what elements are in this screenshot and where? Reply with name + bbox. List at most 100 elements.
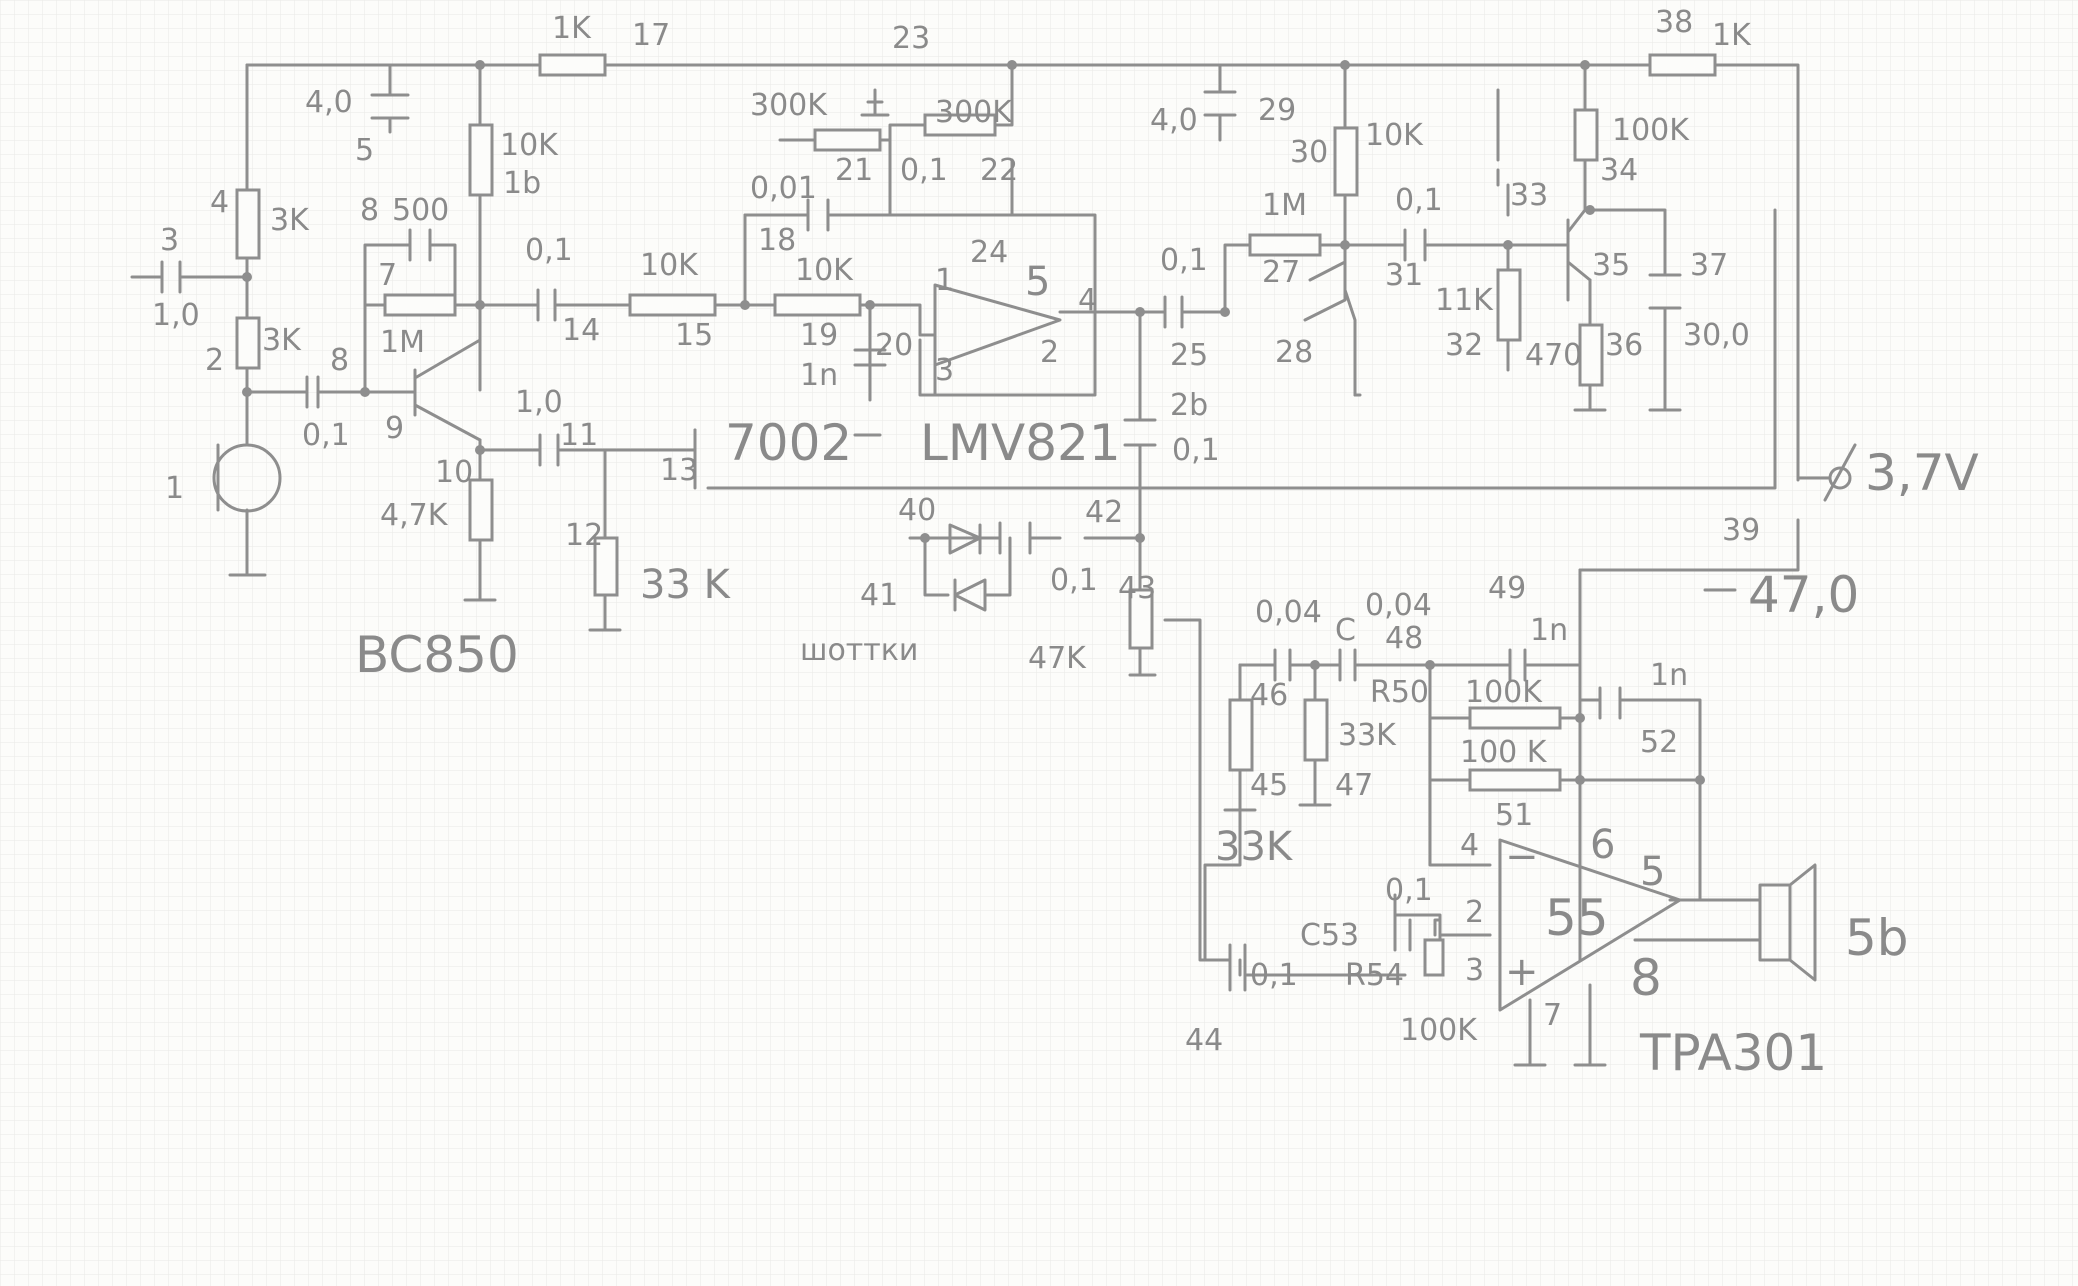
label-3: 3 [160,223,179,258]
label-33: 33 [1510,178,1548,213]
resistor-r2 [235,316,261,370]
label-56: 5b [1845,909,1909,967]
label-0-04-b: 0,04 [1365,588,1432,623]
capacitor-c8 [305,375,320,409]
capacitor-c46 [1273,648,1292,682]
resistor-r51 [1468,768,1562,792]
label-10k-d: 10K [1365,118,1424,153]
label-0-1-f: 0,1 [1395,183,1443,218]
label-4-0-b: 4,0 [1150,103,1198,138]
label-6: 6 [1590,822,1615,868]
label-r54: R54 [1345,958,1404,993]
label-4: 4 [210,185,229,220]
resistor-r19 [773,293,862,317]
label-100k-b: 100K [1465,675,1543,710]
labels: 1K 17 23 38 1K 4,0 5 10K 1b 4 3K 8 500 3… [152,5,1979,1082]
label-31: 31 [1385,258,1423,293]
label-tpa301: TPA301 [1639,1024,1827,1082]
label-3k-b: 3K [262,323,302,358]
label-0-1-g: 0,1 [1050,563,1098,598]
label-30-0: 30,0 [1683,318,1750,353]
capacitor-c23 [860,88,890,117]
label-op-2: 2 [1465,895,1484,930]
label-19: 19 [800,318,838,353]
label-28: 28 [1275,335,1313,370]
resistor-r16 [468,123,494,197]
label-40: 40 [898,493,936,528]
label-7: 7 [378,258,397,293]
label-4-0-a: 4,0 [305,85,353,120]
label-14: 14 [562,313,600,348]
resistor-r12 [593,536,619,597]
label-11: 11 [560,418,598,453]
label-30: 30 [1290,135,1328,170]
resistor-r45 [1228,698,1254,772]
label-16: 1b [503,166,541,201]
label-33k-c: 33K [1215,824,1294,870]
label-46: 46 [1250,678,1288,713]
label-5-b: 5 [1640,849,1665,895]
label-1k-right: 1K [1712,18,1752,53]
label-0-1-c: 0,1 [900,153,948,188]
label-0-1-b: 0,1 [525,233,573,268]
label-24: 24 [970,235,1008,270]
label-17: 17 [632,18,670,53]
resistor-r47 [1303,698,1329,762]
label-25: 25 [1170,338,1208,373]
resistor-r7 [383,293,457,317]
label-7002: 7002 [725,414,852,472]
capacitor-c26 [1123,418,1157,447]
label-10k-c: 10K [795,253,854,288]
label-0-01: 0,01 [750,171,817,206]
resistor-r32 [1496,268,1522,342]
label-op-4: 4 [1460,828,1479,863]
label-8b: 8 [330,343,349,378]
label-pin1: 1 [935,263,954,298]
resistor-r38 [1648,53,1717,77]
label-38: 38 [1655,5,1693,40]
diode-d40 [948,523,982,555]
label-20: 20 [875,328,913,363]
label-c53: C53 [1300,918,1359,953]
label-21: 21 [835,153,873,188]
label-43: 43 [1118,571,1156,606]
components [160,53,1857,1012]
capacitor-c42 [998,521,1032,555]
capacitor-c39 [1703,568,1737,592]
label-4-7k: 4,7K [380,498,449,533]
label-1k-top: 1K [552,11,592,46]
resistor-r21 [813,128,882,152]
label-8a: 8 [360,193,379,228]
label-27: 27 [1262,255,1300,290]
opamp-lmv821 [933,283,1062,367]
label-c: C [1335,613,1356,648]
capacitor-c500 [408,228,432,262]
label-100k-c: 100 K [1460,735,1548,770]
label-1-0-a: 1,0 [152,298,200,333]
label-10: 10 [435,455,473,490]
capacitor-c14 [536,288,557,322]
label-op-7: 7 [1543,998,1562,1033]
amplifier-tpa301 [1498,838,1682,1012]
label-100k-a: 100K [1612,113,1690,148]
resistor-r30 [1333,126,1359,197]
label-300k-a: 300K [750,88,828,123]
diode-d41 [953,578,987,612]
label-42: 42 [1085,495,1123,530]
label-3-7v: 3,7V [1865,444,1979,502]
resistor-r10 [468,478,494,542]
capacitor-c44 [1228,943,1247,992]
label-51: 51 [1495,798,1533,833]
junction-dots [242,60,1705,785]
label-1n-a: 1n [800,358,838,393]
label-op-minus: − [1505,834,1539,880]
label-22: 22 [980,153,1018,188]
capacitor-c31 [1403,228,1427,262]
label-49: 49 [1488,571,1526,606]
label-pin4: 4 [1078,283,1097,318]
label-10k-a: 10K [500,128,559,163]
label-41: 41 [860,578,898,613]
capacitor-c5 [370,93,410,120]
label-12: 12 [565,518,603,553]
